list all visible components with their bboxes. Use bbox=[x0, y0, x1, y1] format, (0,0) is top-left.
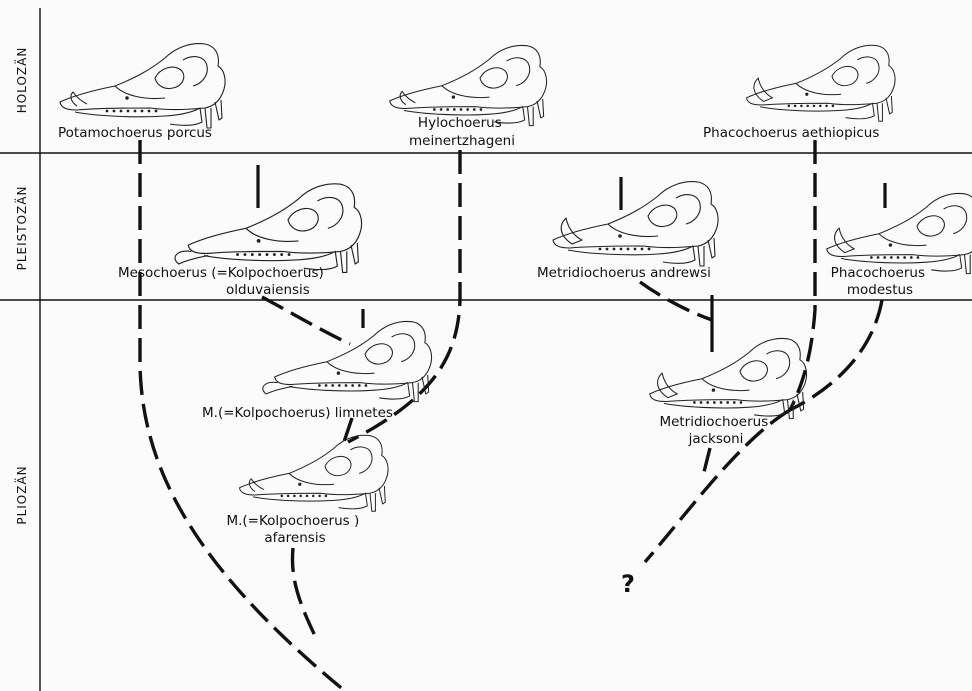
skull-mesochoerus bbox=[175, 184, 362, 273]
taxon-labels: Potamochoerus porcus Hylochoerus meinert… bbox=[58, 115, 929, 546]
skull-hylochoerus bbox=[390, 45, 547, 125]
label-phacochoerus-aethiopicus: Phacochoerus aethiopicus bbox=[703, 125, 879, 141]
period-label-pliozan: PLIOZÄN bbox=[14, 465, 29, 524]
skull-phacochoerus-modestus bbox=[827, 193, 972, 273]
label-mesochoerus-olduvaiensis: Mesochoerus (=Kolpochoerus) olduvaiensis bbox=[118, 265, 328, 298]
skull-metridiochoerus-jacksoni bbox=[650, 338, 807, 418]
skull-phacochoerus-aethiopicus bbox=[747, 45, 896, 121]
skull-metridiochoerus-andrewsi bbox=[553, 182, 718, 266]
label-metridiochoerus-jacksoni: Metridiochoerus jacksoni bbox=[659, 414, 772, 447]
label-metridiochoerus-andrewsi: Metridiochoerus andrewsi bbox=[537, 265, 711, 281]
period-label-pleistozan: PLEISTOZÄN bbox=[14, 186, 29, 271]
branch-phacochoerus-modestus bbox=[790, 300, 882, 410]
branch-andrewsi-to-jacksoni bbox=[640, 282, 712, 320]
skull-potamochoerus bbox=[60, 44, 225, 128]
label-hylochoerus-meinertzhageni: Hylochoerus meinertzhageni bbox=[409, 115, 515, 149]
branch-mesochoerus-to-limnetes bbox=[262, 297, 350, 344]
unknown-origin-mark: ? bbox=[621, 570, 635, 598]
branch-jacksoni-stub bbox=[702, 448, 710, 480]
label-phacochoerus-modestus: Phacochoerus modestus bbox=[831, 265, 930, 298]
label-kolpochoerus-limnetes: M.(=Kolpochoerus) limnetes bbox=[202, 405, 393, 421]
branch-afarensis-down bbox=[292, 548, 318, 642]
label-kolpochoerus-afarensis: M.(=Kolpochoerus ) afarensis bbox=[226, 513, 363, 546]
label-potamochoerus-porcus: Potamochoerus porcus bbox=[58, 125, 212, 141]
period-label-holozan: HOLOZÄN bbox=[14, 47, 29, 114]
skull-kolpochoerus-afarensis bbox=[240, 435, 389, 511]
skull-kolpochoerus-limnetes bbox=[263, 321, 432, 401]
branch-phacochoerus-aethiopicus bbox=[790, 140, 815, 410]
